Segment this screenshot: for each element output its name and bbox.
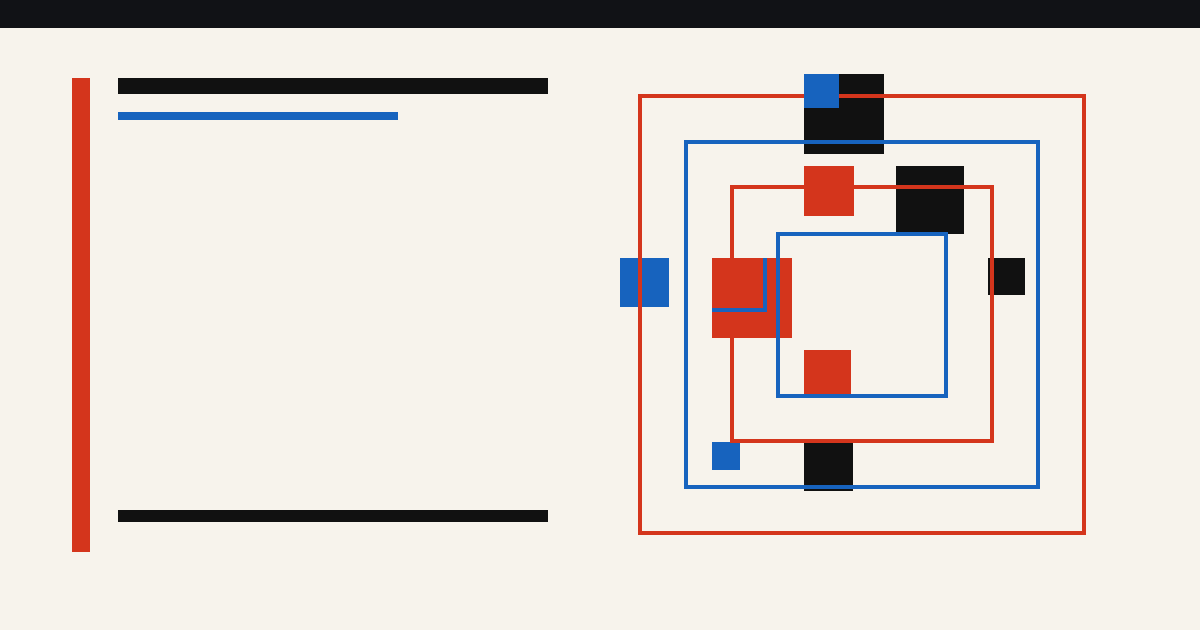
footer-rule: [118, 510, 548, 522]
second-frame: [684, 140, 1040, 489]
bottom-black-block: [804, 442, 853, 491]
left-blue-block: [620, 258, 669, 307]
subtitle-rule: [118, 112, 398, 120]
upper-right-black-block: [896, 166, 964, 234]
top-strip: [0, 0, 1200, 28]
top-blue-block: [804, 74, 839, 108]
headline-rule: [118, 78, 548, 94]
accent-bar: [72, 78, 90, 552]
inner-frame: [776, 232, 948, 398]
lower-red-block: [804, 350, 851, 396]
outer-frame: [638, 94, 1086, 535]
upper-red-block: [804, 166, 854, 216]
blue-corner-bracket: [712, 258, 767, 312]
third-frame: [730, 185, 994, 443]
right-black-block: [988, 258, 1025, 295]
small-blue-block: [712, 442, 740, 470]
